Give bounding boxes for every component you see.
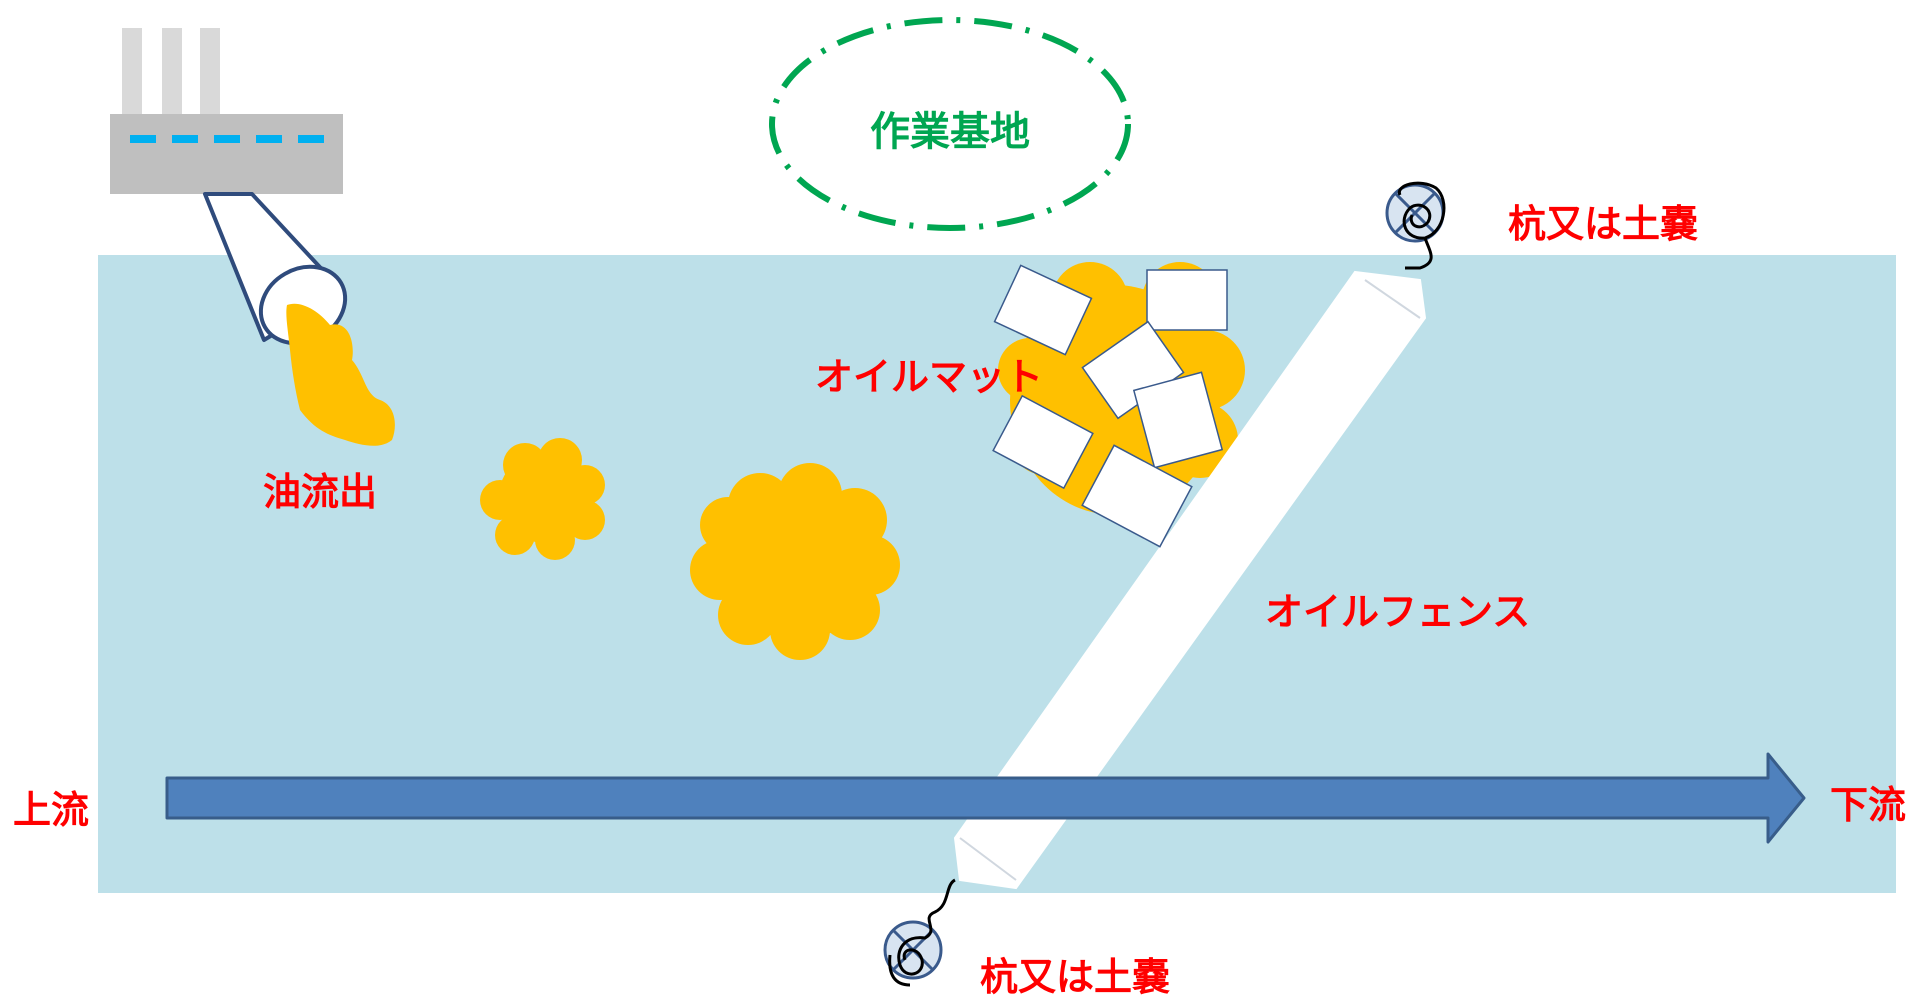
oil-slick-small bbox=[480, 438, 605, 560]
factory-chimney bbox=[162, 28, 182, 116]
oil-fence-label: オイルフェンス bbox=[1265, 590, 1530, 634]
oil-slick-large bbox=[690, 463, 900, 660]
stake-top-label: 杭又は土嚢 bbox=[1508, 202, 1698, 246]
oil-mat-sheet bbox=[1081, 444, 1193, 548]
oil-mat-sheet bbox=[1146, 269, 1228, 331]
factory-chimney bbox=[122, 28, 142, 116]
oil-outflow-blob bbox=[286, 303, 395, 446]
work-base-label: 作業基地 bbox=[870, 109, 1030, 155]
oil-mat-sheet bbox=[1132, 371, 1224, 469]
factory-chimney bbox=[200, 28, 220, 116]
oil-mat-label: オイルマット bbox=[815, 355, 1043, 399]
work-base-area bbox=[769, 17, 1131, 231]
upstream-label: 上流 bbox=[13, 788, 89, 832]
oil-mats bbox=[992, 264, 1228, 548]
oil-mat-sheet bbox=[992, 394, 1094, 490]
factory-icon bbox=[110, 28, 343, 194]
stake-bottom-label: 杭又は土嚢 bbox=[980, 955, 1170, 998]
oil-mat-sheet bbox=[993, 264, 1093, 356]
oil-fence-boom bbox=[953, 270, 1427, 890]
stake-anchor-icon bbox=[883, 878, 956, 987]
oil-outflow-label: 油流出 bbox=[263, 470, 377, 514]
flow-direction-arrow bbox=[165, 752, 1806, 844]
stake-anchor-icon bbox=[1385, 181, 1446, 270]
factory-building bbox=[110, 114, 343, 194]
factory-windows bbox=[130, 135, 324, 143]
tie-rope bbox=[1397, 181, 1446, 270]
tie-rope bbox=[888, 878, 956, 987]
downstream-label: 下流 bbox=[1830, 783, 1906, 827]
